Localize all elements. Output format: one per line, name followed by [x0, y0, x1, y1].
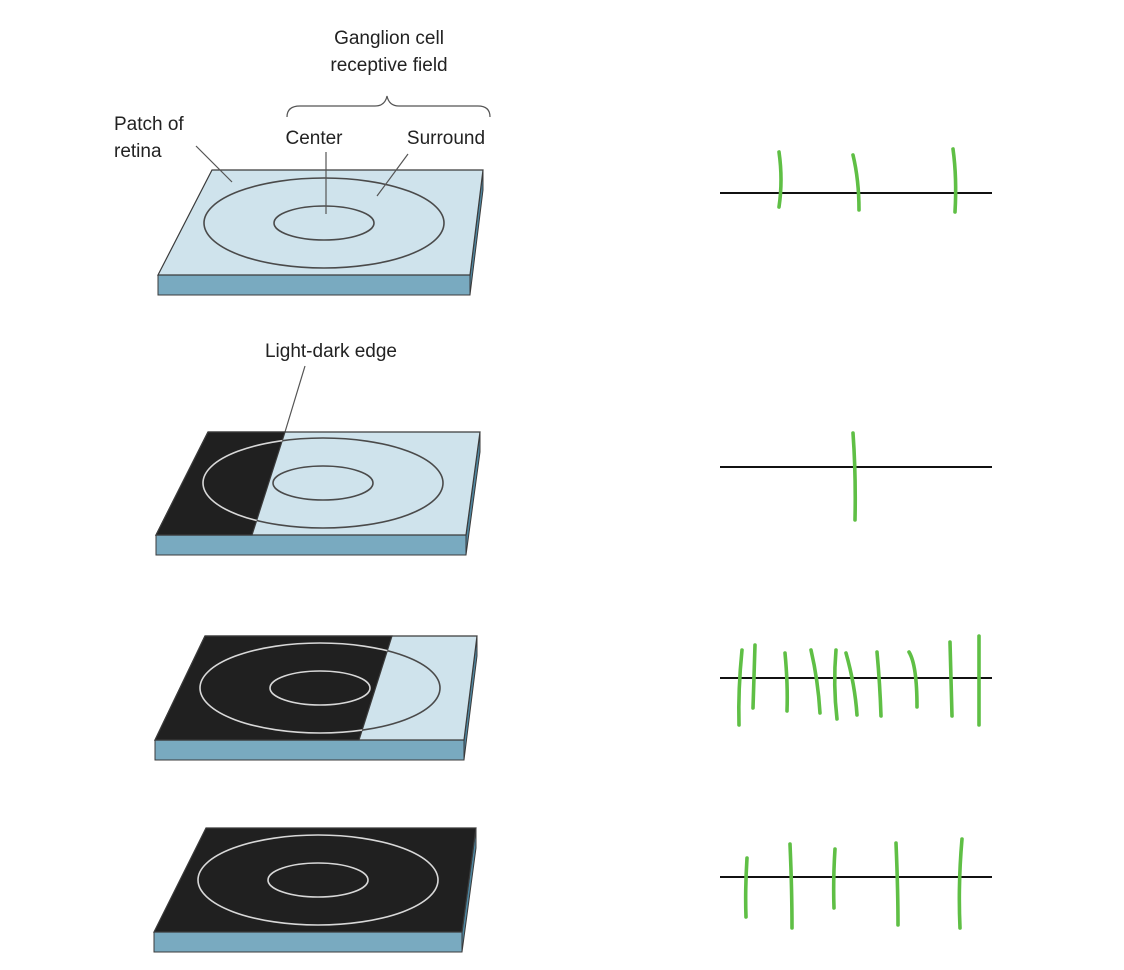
spike-3-1 [737, 648, 744, 727]
spike-2-1 [851, 431, 858, 522]
surround-leader [376, 153, 409, 197]
patch-label-line2: retina [114, 141, 162, 162]
spike-4-2 [788, 842, 794, 930]
receptive-field-brace [286, 95, 491, 118]
patch-1-front [157, 274, 471, 296]
patch-2-front [155, 534, 467, 556]
patch-2-dark-region [155, 431, 286, 536]
center-ring-1 [273, 205, 375, 241]
receptive-field-title-line1: Ganglion cell [334, 28, 444, 49]
spike-train-4 [720, 837, 992, 930]
edge-leader [284, 365, 306, 433]
patch-4-top [153, 827, 477, 933]
spike-3-5 [832, 648, 839, 721]
spike-train-2 [720, 431, 992, 522]
spike-4-3 [831, 847, 837, 910]
patch-label-line1: Patch of [114, 114, 184, 135]
patch-leader [195, 145, 233, 183]
surround-ring-4 [197, 834, 439, 926]
edge-label: Light-dark edge [265, 341, 397, 362]
spike-4-1 [743, 856, 749, 919]
retina-patch-2 [155, 431, 481, 556]
spike-3-7 [875, 650, 883, 718]
receptive-field-title-line2: receptive field [330, 55, 447, 76]
patch-3-front [154, 739, 465, 761]
spike-3-8 [907, 650, 919, 709]
spike-train-1 [720, 147, 992, 214]
center-ring-4 [267, 862, 369, 898]
spike-4-4 [894, 841, 900, 927]
surround-ring-2-dark [202, 437, 285, 529]
spike-train-3 [720, 634, 992, 727]
surround-label: Surround [407, 128, 485, 149]
spike-1-3 [951, 147, 958, 214]
spike-3-4 [809, 648, 822, 715]
retina-patch-4 [153, 827, 477, 953]
spike-3-6 [844, 651, 859, 717]
retina-patch-1 [157, 169, 484, 296]
center-ring-2 [272, 465, 374, 501]
center-label: Center [285, 128, 343, 149]
spike-4-5 [957, 837, 964, 930]
retina-patch-3 [154, 635, 478, 761]
spike-1-2 [851, 153, 861, 212]
spike-3-2 [751, 643, 757, 710]
spike-3-9 [948, 640, 954, 718]
patch-1-top [157, 169, 484, 276]
spike-3-3 [783, 651, 790, 713]
surround-ring-3-light [359, 642, 441, 734]
center-ring-3 [269, 670, 371, 706]
patch-3-dark-region [154, 635, 393, 741]
surround-ring-2 [252, 437, 444, 529]
spike-1-1 [777, 150, 783, 209]
surround-ring-3 [199, 642, 392, 734]
patch-4-front [153, 931, 463, 953]
surround-ring-1 [203, 177, 445, 269]
